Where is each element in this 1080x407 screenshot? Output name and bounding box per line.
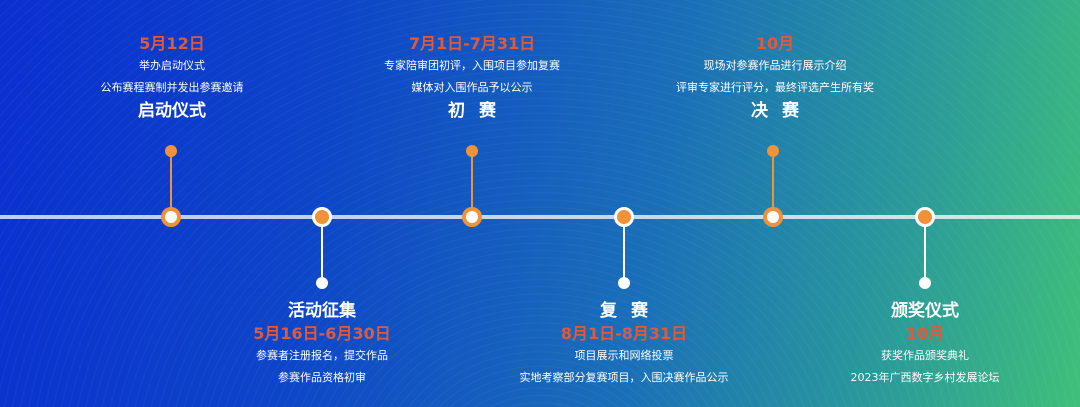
milestone-title: 初赛 — [448, 101, 510, 121]
milestone-semifinal: 复赛 8月1日-8月31日 项目展示和网络投票 实地考察部分复赛项目，入围决赛作… — [474, 299, 774, 389]
milestone-desc: 评审专家进行评分，最终评选产生所有奖 — [676, 81, 874, 94]
connector-dot — [316, 277, 328, 289]
timeline-node — [763, 207, 783, 227]
connector-dot — [618, 277, 630, 289]
timeline-node — [915, 207, 935, 227]
connector-stem — [772, 151, 774, 209]
connector-dot — [919, 277, 931, 289]
milestone-desc: 参赛者注册报名，提交作品 — [256, 349, 388, 362]
milestone-desc: 获奖作品颁奖典礼 — [881, 349, 969, 362]
milestone-title: 决赛 — [751, 101, 813, 121]
milestone-desc: 媒体对入围作品予以公示 — [411, 81, 533, 94]
milestone-desc: 项目展示和网络投票 — [574, 349, 674, 362]
milestone-award: 颁奖仪式 10月 获奖作品颁奖典礼 2023年广西数字乡村发展论坛 — [775, 299, 1075, 389]
milestone-date: 10月 — [905, 324, 945, 343]
milestone-desc: 现场对参赛作品进行展示介绍 — [703, 59, 847, 72]
milestone-final: 10月 现场对参赛作品进行展示介绍 评审专家进行评分，最终评选产生所有奖 决赛 — [625, 33, 925, 123]
milestone-date: 5月12日 — [139, 34, 205, 53]
timeline-node — [614, 207, 634, 227]
milestone-launch: 5月12日 举办启动仪式 公布赛程赛制并发出参赛邀请 启动仪式 — [22, 33, 322, 123]
connector-stem — [321, 226, 323, 282]
milestone-date: 10月 — [755, 34, 795, 53]
milestone-collection: 活动征集 5月16日-6月30日 参赛者注册报名，提交作品 参赛作品资格初审 — [172, 299, 472, 389]
milestone-preliminary: 7月1日-7月31日 专家陪审团初评，入围项目参加复赛 媒体对入围作品予以公示 … — [322, 33, 622, 123]
milestone-date: 8月1日-8月31日 — [560, 324, 688, 343]
timeline-axis — [0, 215, 1080, 219]
milestone-desc: 2023年广西数字乡村发展论坛 — [850, 371, 1000, 384]
connector-stem — [471, 151, 473, 209]
milestone-date: 7月1日-7月31日 — [408, 34, 536, 53]
milestone-desc: 参赛作品资格初审 — [278, 371, 366, 384]
milestone-title: 复赛 — [600, 301, 662, 321]
milestone-title: 活动征集 — [288, 301, 356, 321]
milestone-desc: 实地考察部分复赛项目，入围决赛作品公示 — [519, 371, 729, 384]
milestone-title: 启动仪式 — [138, 101, 206, 121]
milestone-title: 颁奖仪式 — [891, 301, 959, 321]
connector-stem — [924, 226, 926, 282]
milestone-desc: 专家陪审团初评，入围项目参加复赛 — [384, 59, 560, 72]
connector-stem — [623, 226, 625, 282]
timeline-node — [161, 207, 181, 227]
timeline-node — [312, 207, 332, 227]
milestone-desc: 公布赛程赛制并发出参赛邀请 — [100, 81, 244, 94]
milestone-date: 5月16日-6月30日 — [253, 324, 391, 343]
timeline-node — [462, 207, 482, 227]
connector-stem — [170, 151, 172, 209]
milestone-desc: 举办启动仪式 — [139, 59, 205, 72]
